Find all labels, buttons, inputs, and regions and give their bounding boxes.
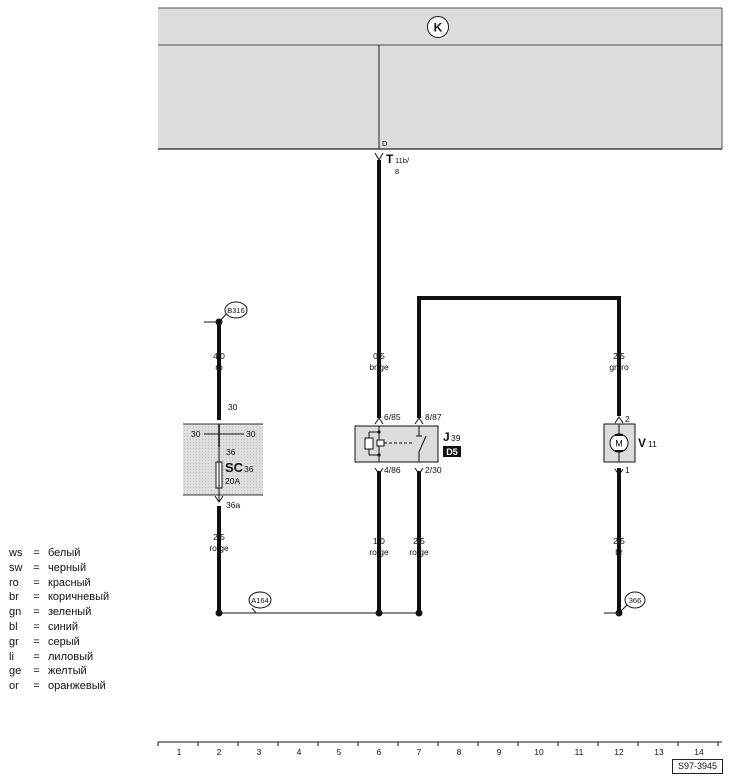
relay-j39: 6/85 8/87 J 39 D5 4/86 2/30 — [354, 412, 461, 475]
wire-b316-color: ro — [215, 362, 223, 372]
ground-a164-label: A164 — [251, 596, 269, 605]
relay-name: J — [443, 430, 450, 444]
relay-coil-icon — [364, 437, 374, 450]
wires — [217, 160, 621, 613]
motor-sub: 11 — [648, 439, 657, 449]
ruler-label: 5 — [337, 747, 342, 757]
legend-row: ro=красный — [9, 576, 91, 589]
ruler-label: 6 — [377, 747, 382, 757]
wire-t11b-color: br/ge — [369, 362, 389, 372]
motor-symbol: M — [615, 439, 623, 449]
wire-t11b-size: 0,5 — [373, 351, 385, 361]
legend-row: bl=синий — [9, 620, 79, 633]
ground-a164-icon — [248, 591, 272, 609]
ruler-label: 7 — [417, 747, 422, 757]
relay-pin-4-86: 4/86 — [384, 465, 401, 475]
wire-j39-to-v11 — [417, 296, 621, 418]
wire-j39-4-color: ro/ge — [369, 547, 389, 557]
fuse-name: SC — [225, 460, 244, 475]
connector-arrow-icon — [374, 152, 384, 162]
connector-sub: 11b/ — [395, 156, 410, 165]
relay-pin-8-87: 8/87 — [425, 412, 442, 422]
ruler-label: 1 — [177, 747, 182, 757]
relay-pin-6-85: 6/85 — [384, 412, 401, 422]
ground-point-b316: B316 — [204, 301, 248, 326]
fuse-box-bus-right: 30 — [246, 429, 256, 439]
relay-pin-2-30: 2/30 — [425, 465, 442, 475]
legend-row: or=оранжевый — [9, 680, 106, 693]
wire-j39-2-color: ro/ge — [409, 547, 429, 557]
fuse-rating: 20A — [225, 476, 240, 486]
ground-b316-icon — [224, 301, 248, 319]
fuse-box-bus-left: 30 — [191, 429, 201, 439]
page-id: S97-3945 — [672, 759, 723, 774]
ruler-label: 13 — [654, 747, 664, 757]
fuse-sub: 36 — [244, 464, 254, 474]
motor-pin-top: 2 — [625, 414, 630, 424]
ground-b316-label: B316 — [227, 306, 245, 315]
relay-sub: 39 — [451, 433, 461, 443]
control-unit-symbol: K — [434, 21, 443, 35]
ruler-label: 4 — [297, 747, 302, 757]
relay-switch-icon — [418, 435, 427, 453]
wire-sc-bottom-size: 2,5 — [213, 532, 225, 542]
legend-row: sw=черный — [9, 561, 87, 574]
ruler-label: 2 — [217, 747, 222, 757]
connector-sub2: 8 — [395, 167, 399, 176]
wire-j39-4-size: 1,0 — [373, 536, 385, 546]
ground-366-icon — [624, 591, 646, 609]
wire-labels: 4,0 ro 0,5 br/ge 2,5 gn/ro 2,5 ro/ge 1,0… — [209, 351, 629, 557]
relay-badge: D5 — [446, 447, 458, 457]
ruler-label: 12 — [614, 747, 624, 757]
ground-bus: A164 — [215, 591, 423, 617]
wire-sc-bottom-color: ro/ge — [209, 543, 229, 553]
control-unit-panel: K — [158, 7, 723, 150]
legend-row: gn=зеленый — [9, 606, 92, 619]
fuse-box-pin-out: 36a — [226, 500, 240, 510]
fuse-box-pin-in: 36 — [226, 447, 236, 457]
legend-row: ge=желтый — [9, 665, 87, 678]
fuse-box-sc: 30 30 30 36 SC 36 20A 36a — [183, 402, 263, 510]
connector-pin: D — [382, 139, 388, 148]
wire-j39-2-size: 2,5 — [413, 536, 425, 546]
connector-name: T — [386, 152, 394, 166]
wire-v11-bottom-color: br — [615, 547, 623, 557]
wire-v11-bottom-size: 2,5 — [613, 536, 625, 546]
ruler-label: 3 — [257, 747, 262, 757]
fuse-box-pin-top: 30 — [228, 402, 238, 412]
ruler-label: 8 — [457, 747, 462, 757]
ground-point-366: 366 — [604, 591, 646, 617]
motor-name: V — [638, 436, 646, 450]
ruler-label: 9 — [497, 747, 502, 757]
wire-v11-top-color: gn/ro — [609, 362, 629, 372]
legend-row: br=коричневый — [9, 591, 110, 604]
control-unit-symbol-icon — [427, 16, 449, 38]
wire-arrows — [214, 416, 624, 503]
ruler-label: 10 — [534, 747, 544, 757]
ruler-label: 14 — [694, 747, 704, 757]
ground-366-label: 366 — [629, 596, 642, 605]
color-legend: ws=белый sw=черный ro=красный br=коричне… — [9, 546, 139, 694]
motor-v11: 2 M V 11 1 — [603, 414, 657, 475]
wire-v11-top-size: 2,5 — [613, 351, 625, 361]
legend-row: gr=серый — [9, 635, 80, 648]
ruler-label: 11 — [575, 747, 584, 757]
legend-row: li=лиловый — [9, 650, 94, 663]
legend-row: ws=белый — [9, 547, 81, 559]
wire-b316-size: 4,0 — [213, 351, 225, 361]
motor-pin-bottom: 1 — [625, 465, 630, 475]
